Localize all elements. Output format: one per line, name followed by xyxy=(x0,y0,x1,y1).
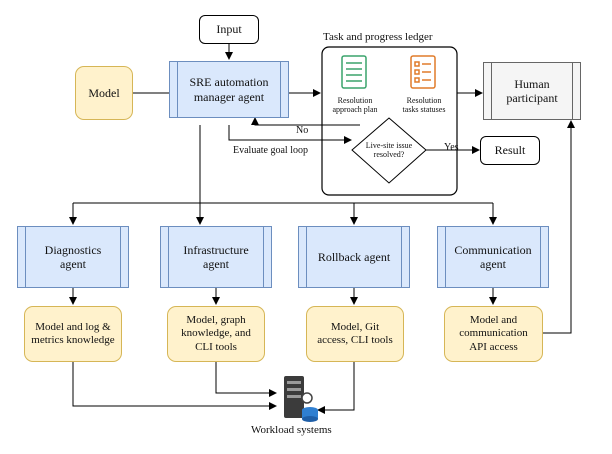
infrastructure-agent-node: Infrastructure agent xyxy=(160,226,272,288)
edge-no xyxy=(251,117,360,126)
edge-evaluate xyxy=(228,125,352,144)
input-node: Input xyxy=(199,15,259,44)
model-node: Model xyxy=(75,66,133,120)
decision-label: Live-site issue resolved? xyxy=(365,141,413,160)
communication-agent-node: Communication agent xyxy=(437,226,549,288)
rollback-tools-node: Model, Git access, CLI tools xyxy=(306,306,404,362)
communication-tools-node: Model and communication API access xyxy=(444,306,543,362)
human-participant-node: Human participant xyxy=(483,62,581,120)
result-node: Result xyxy=(480,136,540,165)
workload-label: Workload systems xyxy=(251,424,332,436)
infrastructure-tools-node: Model, graph knowledge, and CLI tools xyxy=(167,306,265,362)
ledger-title: Task and progress ledger xyxy=(323,31,433,43)
statuses-label: Resolution tasks statuses xyxy=(402,96,446,115)
edge-label-loop: Evaluate goal loop xyxy=(233,145,308,156)
plan-label: Resolution approach plan xyxy=(332,96,378,115)
edge-label-yes: Yes xyxy=(444,142,459,153)
edge-label-no: No xyxy=(296,125,309,136)
decision-diamond xyxy=(351,117,427,184)
checklist-icon xyxy=(341,55,367,89)
task-list-icon xyxy=(410,55,436,89)
diagnostics-tools-node: Model and log & metrics knowledge xyxy=(24,306,122,362)
manager-agent-node: SRE automation manager agent xyxy=(169,61,289,118)
diagnostics-agent-node: Diagnostics agent xyxy=(17,226,129,288)
rollback-agent-node: Rollback agent xyxy=(298,226,410,288)
server-database-icon xyxy=(284,376,318,422)
